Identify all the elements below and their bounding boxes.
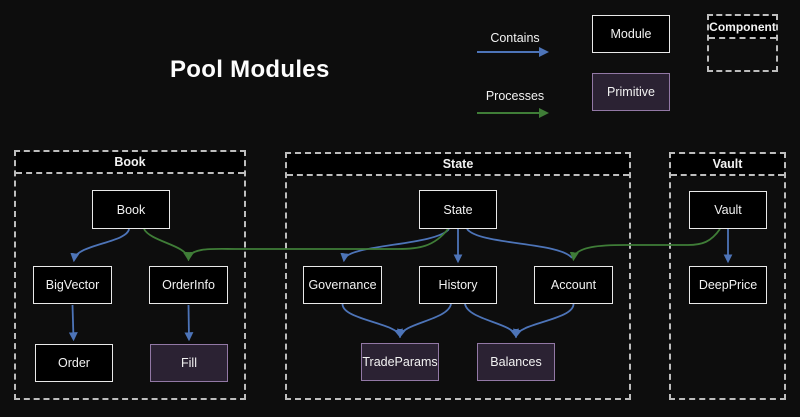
node-fill: Fill xyxy=(150,344,228,382)
book-container: Book xyxy=(14,150,246,400)
legend-component-label: Component xyxy=(709,16,776,39)
node-state: State xyxy=(419,190,497,229)
legend-processes-label: Processes xyxy=(485,89,545,103)
node-order: Order xyxy=(35,344,113,382)
legend-primitive-box: Primitive xyxy=(592,73,670,111)
node-balances: Balances xyxy=(477,343,555,381)
node-bigvector: BigVector xyxy=(33,266,112,304)
vault-container: Vault xyxy=(669,152,786,400)
vault-container-header: Vault xyxy=(671,154,784,176)
node-account: Account xyxy=(534,266,613,304)
node-book: Book xyxy=(92,190,170,229)
page-title: Pool Modules xyxy=(170,56,330,83)
contains-arrow-icon xyxy=(477,47,549,57)
legend-contains-label: Contains xyxy=(490,31,540,45)
node-orderinfo: OrderInfo xyxy=(149,266,228,304)
state-container-header: State xyxy=(287,154,629,176)
book-container-header: Book xyxy=(16,152,244,174)
node-tradeparams: TradeParams xyxy=(361,343,439,381)
node-vault: Vault xyxy=(689,191,767,229)
node-deepprice: DeepPrice xyxy=(689,266,767,304)
node-governance: Governance xyxy=(303,266,382,304)
legend-module-box: Module xyxy=(592,15,670,53)
processes-arrow-icon xyxy=(477,108,549,118)
legend-component-box: Component xyxy=(707,14,778,72)
node-history: History xyxy=(419,266,497,304)
state-container: State xyxy=(285,152,631,400)
